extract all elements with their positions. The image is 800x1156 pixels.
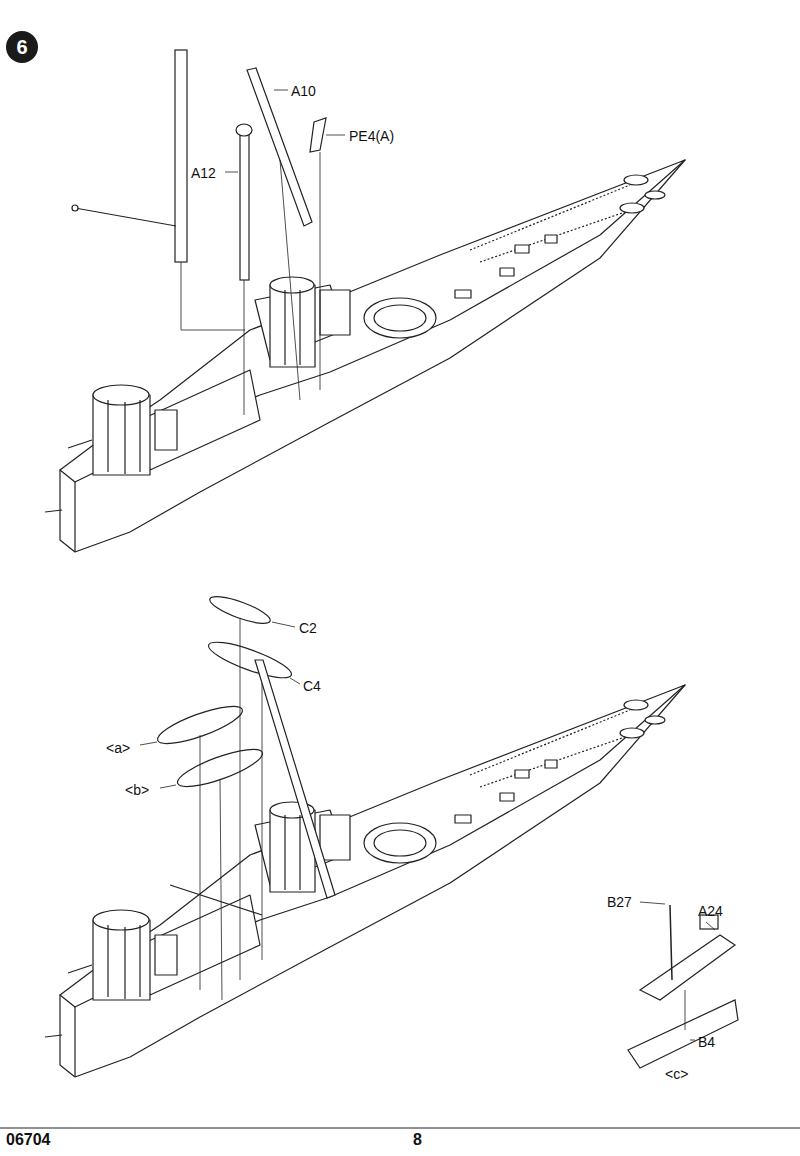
part-number: A12 <box>191 166 216 180</box>
part-number: <a> <box>106 741 130 755</box>
part-number: <c> <box>665 1067 688 1081</box>
part-number: <b> <box>125 783 149 797</box>
part-number: A24 <box>698 904 723 918</box>
part-number: PE4(A) <box>349 129 394 143</box>
step-number: 6 <box>16 36 27 59</box>
part-number: C2 <box>299 621 317 635</box>
part-number: B27 <box>607 895 632 909</box>
page-footer: 06704 <box>6 1132 51 1148</box>
part-number: A10 <box>291 84 316 98</box>
part-number: C4 <box>303 679 321 693</box>
step-number-circle: 6 <box>6 31 38 63</box>
part-number: B4 <box>698 1035 715 1049</box>
page-footer: 8 <box>413 1132 422 1148</box>
